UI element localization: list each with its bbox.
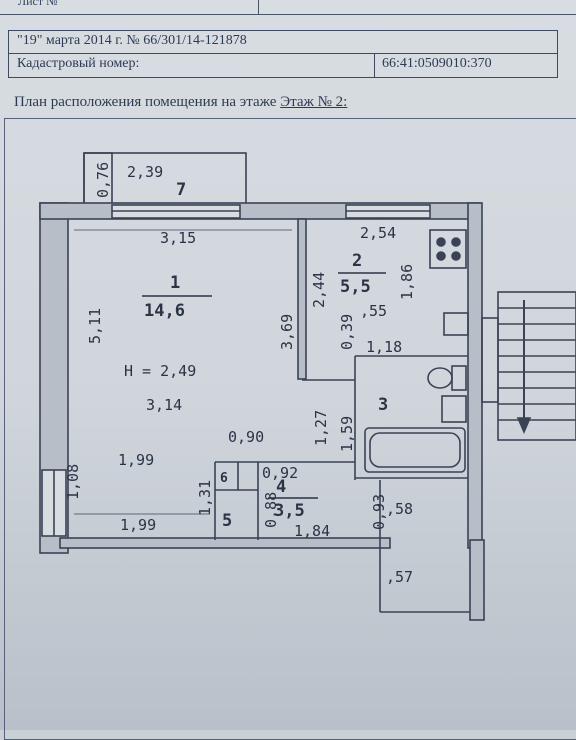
plan-title-text: План расположения помещения на этаже: [14, 94, 277, 110]
date-row: "19" марта 2014 г. № 66/301/14-121878: [9, 31, 557, 54]
burner: [436, 251, 446, 261]
dim-hall-left: 0,88: [262, 492, 280, 528]
dim-hall-top: 0,92: [262, 464, 298, 482]
room-7-number: 7: [176, 180, 186, 200]
dim-room1-mid: 3,14: [146, 396, 182, 414]
stove: [429, 229, 467, 269]
cadastral-divider: [374, 54, 375, 77]
bathtub: [364, 427, 466, 473]
dim-window: 1,08: [64, 464, 82, 500]
burner: [436, 237, 446, 247]
vent-shaft: [481, 317, 499, 403]
dim-entrance-a: ,58: [386, 500, 413, 518]
dim-kitchen-right: 1,86: [398, 264, 416, 300]
room-3-number: 3: [378, 395, 388, 415]
dim-door: 0,90: [228, 428, 264, 446]
dim-kitchen-mid: ,55: [360, 302, 387, 320]
room-1-number: 1: [170, 273, 180, 293]
toilet: [427, 367, 453, 389]
dim-entrance-b: ,57: [386, 568, 413, 586]
kitchen-sink: [443, 312, 469, 336]
bath-sink: [441, 395, 467, 423]
dim-entrance: 0,93: [370, 494, 388, 530]
entrance-right-wall: [469, 539, 485, 621]
wall-room1-room2: [297, 218, 307, 380]
plan-walls: [39, 152, 576, 621]
dim-kitchen-left: 2,44: [310, 272, 328, 308]
room-labels: 1 14,6 2 5,5 3 4 3,5 5 6 7: [142, 180, 388, 531]
dim-kitchen-top: 2,54: [360, 224, 396, 242]
dim-room1-right: 3,69: [278, 314, 296, 350]
room-2-number: 2: [352, 251, 362, 271]
room-4-area: 3,5: [274, 501, 305, 521]
cadastral-number: 66:41:0509010:370: [382, 56, 492, 71]
dim-corridor-left: 1,27: [312, 410, 330, 446]
bottom-wall: [59, 537, 391, 549]
dim-room1-left: 5,11: [86, 308, 104, 344]
burner: [451, 251, 461, 261]
toilet-tank: [451, 365, 467, 391]
date-registration-number: "19" марта 2014 г. № 66/301/14-121878: [17, 33, 247, 48]
dim-wc-left: 1,59: [338, 416, 356, 452]
dimension-labels: 2,39 0,76 3,15 2,54 2,44 1,86 5,11 3,69 …: [64, 162, 416, 586]
dim-balcony-length: 2,39: [127, 163, 163, 181]
dim-closet-height: 1,31: [196, 480, 214, 516]
plan-title: План расположения помещения на этаже Эта…: [14, 94, 347, 111]
dim-room1-bottom-b: 1,99: [120, 516, 156, 534]
stair-arrow-head: [516, 417, 532, 435]
cadastral-label: Кадастровый номер:: [17, 56, 140, 71]
dim-wc-top: 1,18: [366, 338, 402, 356]
dim-kitchen-door: 0,39: [338, 314, 356, 350]
ceiling-height: H = 2,49: [124, 362, 196, 380]
dim-hall-bottom: 1,84: [294, 522, 330, 540]
cadastral-row: Кадастровый номер: 66:41:0509010:370: [9, 54, 557, 77]
room-6-number: 6: [220, 471, 228, 486]
top-table-edge: Лист №: [0, 0, 576, 15]
room-4-number: 4: [276, 477, 286, 497]
table-divider: [258, 0, 259, 14]
bathtub-inner: [369, 432, 461, 468]
registration-header-table: "19" марта 2014 г. № 66/301/14-121878 Ка…: [8, 30, 558, 78]
staircase: [497, 291, 576, 441]
floor-label: Этаж № 2:: [280, 94, 348, 110]
dim-balcony-width: 0,76: [94, 162, 112, 198]
room-1-area: 14,6: [144, 301, 185, 321]
sheet-number-label: Лист №: [18, 0, 58, 8]
dim-room1-bottom-a: 1,99: [118, 451, 154, 469]
burner: [451, 237, 461, 247]
dim-room1-top: 3,15: [160, 229, 196, 247]
room-5-number: 5: [222, 511, 232, 531]
right-wall: [467, 202, 483, 549]
room-2-area: 5,5: [340, 277, 371, 297]
